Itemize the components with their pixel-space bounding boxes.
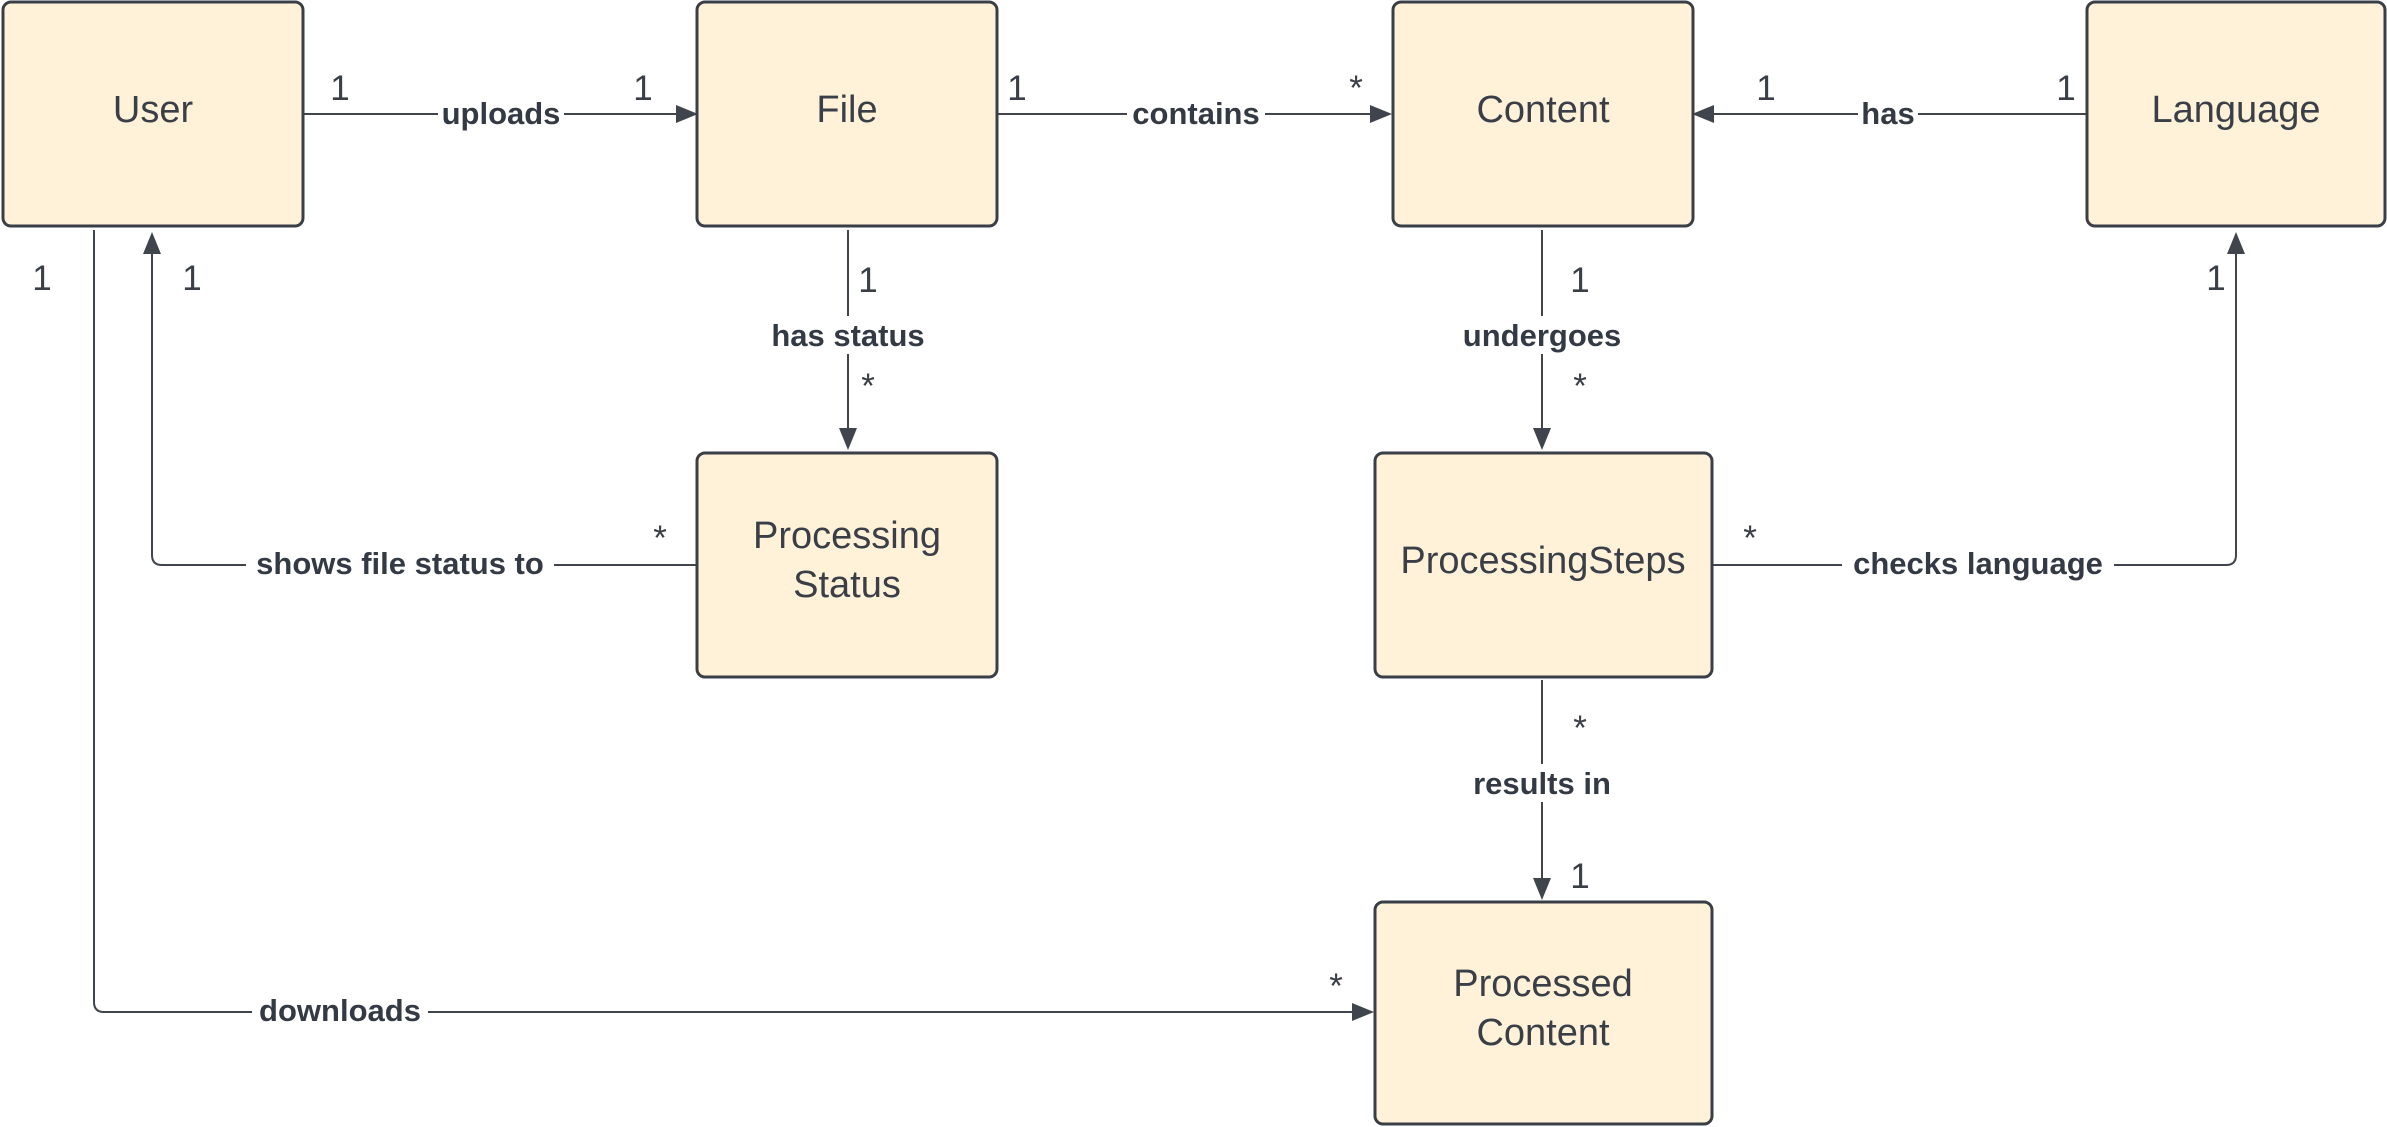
mult-uploads-source: 1 bbox=[330, 69, 349, 108]
edge-shows-file-status-to: shows file status to * 1 bbox=[143, 232, 696, 582]
mult-contains-source: 1 bbox=[1007, 69, 1026, 108]
edge-has: has 1 1 bbox=[1692, 69, 2086, 132]
mult-undergoes-source: 1 bbox=[1570, 261, 1589, 300]
entity-label-processing-status-line2: Status bbox=[793, 564, 901, 606]
edge-label-has-status: has status bbox=[771, 318, 924, 353]
entity-processed-content[interactable]: Processed Content bbox=[1373, 900, 1714, 1126]
entity-label-user: User bbox=[113, 89, 194, 131]
entity-label-file: File bbox=[816, 89, 877, 131]
edge-label-undergoes: undergoes bbox=[1463, 318, 1621, 353]
edge-contains: contains 1 * bbox=[998, 69, 1392, 132]
mult-contains-target: * bbox=[1349, 69, 1363, 108]
edge-results-in: results in * 1 bbox=[1458, 680, 1626, 900]
entity-processing-steps[interactable]: ProcessingSteps bbox=[1373, 451, 1714, 679]
mult-shows-file-status-to-target: 1 bbox=[182, 259, 201, 298]
entity-label-processing-status-line1: Processing bbox=[753, 515, 941, 557]
edge-label-downloads: downloads bbox=[259, 993, 421, 1028]
mult-results-in-target: 1 bbox=[1570, 857, 1589, 896]
mult-has-target: 1 bbox=[1756, 69, 1775, 108]
mult-uploads-target: 1 bbox=[633, 69, 652, 108]
edge-uploads: uploads 1 1 bbox=[304, 69, 698, 132]
edge-label-contains: contains bbox=[1132, 96, 1259, 131]
mult-checks-language-source: * bbox=[1743, 519, 1757, 558]
mult-has-source: 1 bbox=[2056, 69, 2075, 108]
entity-content[interactable]: Content bbox=[1391, 0, 1695, 228]
entity-label-processed-content-line1: Processed bbox=[1453, 963, 1633, 1005]
mult-checks-language-target: 1 bbox=[2206, 259, 2225, 298]
mult-downloads-source: 1 bbox=[32, 259, 51, 298]
edge-downloads: downloads 1 * bbox=[32, 230, 1374, 1029]
entity-label-content: Content bbox=[1476, 89, 1610, 131]
mult-results-in-source: * bbox=[1573, 709, 1587, 748]
edge-has-status: has status 1 * bbox=[762, 230, 934, 450]
entity-language[interactable]: Language bbox=[2085, 0, 2387, 228]
entity-file[interactable]: File bbox=[695, 0, 999, 228]
mult-shows-file-status-to-source: * bbox=[653, 519, 667, 558]
edge-label-has: has bbox=[1861, 96, 1914, 131]
edge-label-shows-file-status-to: shows file status to bbox=[256, 546, 544, 581]
mult-has-status-source: 1 bbox=[858, 261, 877, 300]
edge-label-checks-language: checks language bbox=[1853, 546, 2103, 581]
edge-undergoes: undergoes 1 * bbox=[1454, 230, 1630, 450]
entity-label-processed-content-line2: Content bbox=[1476, 1012, 1610, 1054]
edge-label-results-in: results in bbox=[1473, 766, 1611, 801]
entity-processing-status[interactable]: Processing Status bbox=[695, 451, 999, 679]
mult-downloads-target: * bbox=[1329, 967, 1343, 1006]
entity-label-processing-steps: ProcessingSteps bbox=[1400, 540, 1685, 582]
entity-user[interactable]: User bbox=[1, 0, 305, 228]
mult-undergoes-target: * bbox=[1573, 367, 1587, 406]
edge-label-uploads: uploads bbox=[442, 96, 561, 131]
mult-has-status-target: * bbox=[861, 367, 875, 406]
entity-label-language: Language bbox=[2151, 89, 2320, 131]
edge-checks-language: checks language * 1 bbox=[1712, 232, 2245, 582]
